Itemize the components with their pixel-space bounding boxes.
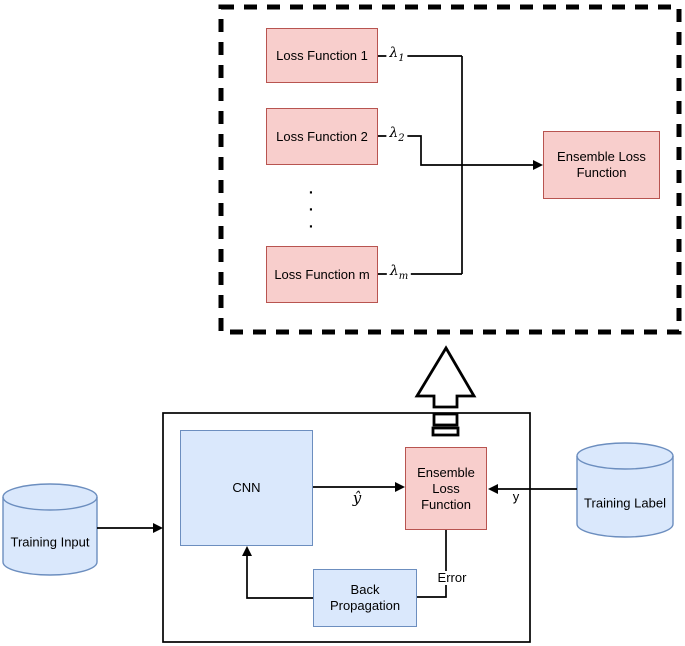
ensemble-loss-function-label: Ensemble Loss Function [417,464,475,512]
training-input-label: Training Input [10,534,90,550]
line-backprop-to-cnn [246,554,313,599]
loss-function-1-box: Loss Function 1 [266,28,378,83]
y-label: y [512,489,520,504]
lambda-m-label: λm [386,263,412,284]
lambda-1-subscript: 1 [398,52,405,64]
arrowhead-into-cnn-bottom [242,546,252,556]
ensemble-loss-function-box: Ensemble Loss Function [405,447,487,530]
lambda-2-label: λ2 [386,125,408,146]
up-arrow-tail-segment-1 [432,412,459,427]
arrowhead-into-top-ensemble [533,160,543,170]
line-ensemble-error-to-backprop [417,530,447,598]
back-propagation-label: Back Propagation [329,582,401,613]
lambda-1-label: λ1 [386,45,408,66]
loss-function-1-label: Loss Function 1 [276,47,368,63]
training-outer-box-border [162,412,531,643]
training-input-cylinder-rim [2,496,98,511]
training-label-cylinder [576,442,674,538]
loss-function-m-label: Loss Function m [274,266,370,282]
loss-function-m-box: Loss Function m [266,246,378,303]
ensemble-loss-function-top-label: Ensemble Loss Function [557,149,646,180]
error-label: Error [434,571,470,585]
arrowhead-into-outer-box [153,523,163,533]
lambda-m-subscript: m [398,270,409,282]
dashed-ensemble-panel-border [218,4,682,335]
up-arrow-tail-segment-2 [431,426,460,437]
training-label-label: Training Label [584,495,666,511]
cnn-box: CNN [180,430,313,546]
lambda-1-symbol: λ [389,45,399,62]
lambda-m-symbol: λ [389,263,399,280]
training-label-cylinder-rim [576,455,674,470]
loss-function-2-box: Loss Function 2 [266,108,378,165]
arrowhead-into-ensemble-right [488,484,498,494]
ensemble-loss-function-box-top: Ensemble Loss Function [543,131,660,199]
loss-function-2-label: Loss Function 2 [276,128,368,144]
arrowhead-into-ensemble-left [395,482,405,492]
training-input-cylinder [2,483,98,576]
lambda-2-subscript: 2 [398,132,405,144]
yhat-label: ŷ [349,491,365,506]
lambda-2-symbol: λ [389,125,399,142]
cnn-label: CNN [232,480,261,495]
vertical-ellipsis: . . . [308,180,314,232]
back-propagation-box: Back Propagation [313,569,417,627]
up-arrow-icon [414,345,477,409]
